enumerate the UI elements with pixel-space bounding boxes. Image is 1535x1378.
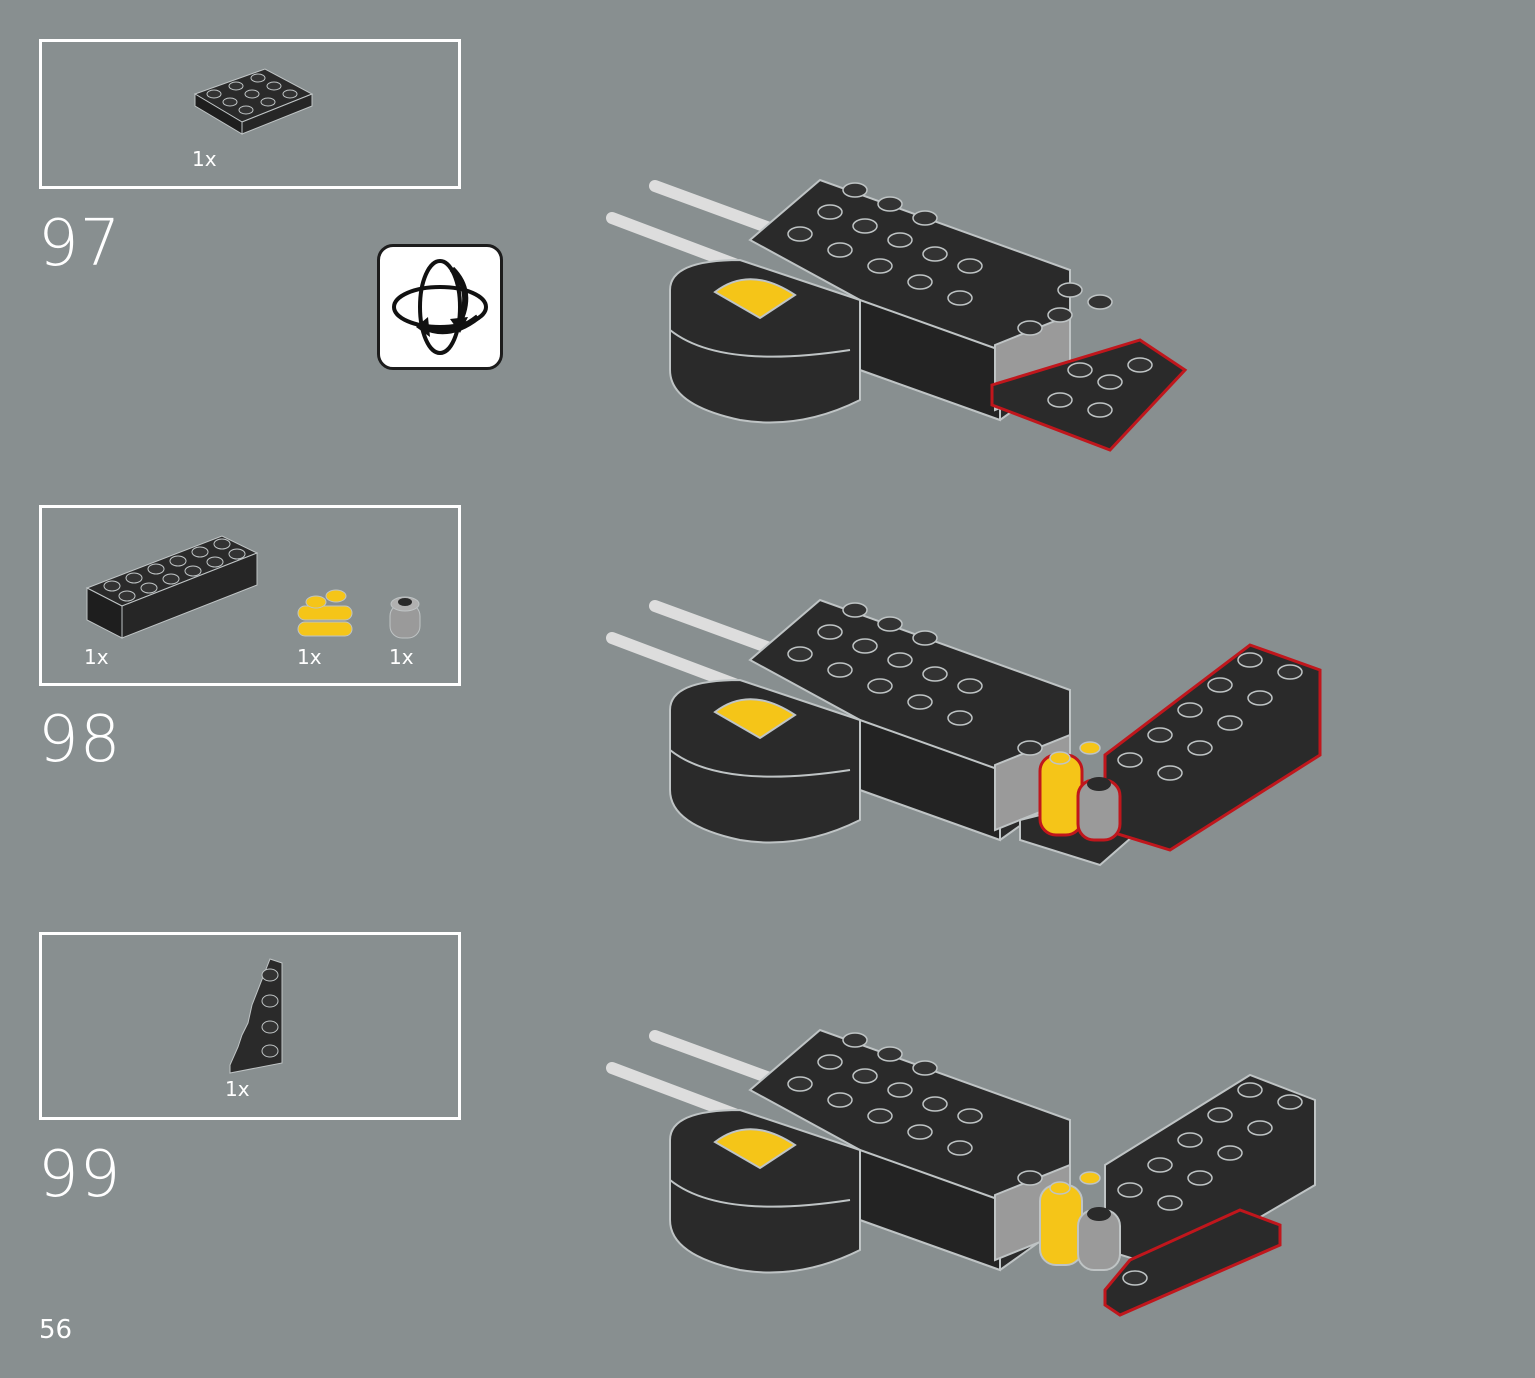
clip-plate-yellow-part xyxy=(297,589,353,637)
parts-callout-step-97: 1x xyxy=(39,39,461,189)
rotate-model-icon xyxy=(392,259,488,355)
part-qty: 1x xyxy=(389,645,414,669)
brick-2x6-black-part xyxy=(85,535,259,639)
bar xyxy=(649,1030,781,1086)
rotate-model-callout xyxy=(377,244,503,370)
part-qty: 1x xyxy=(225,1077,250,1101)
step-number-98: 98 xyxy=(38,703,122,777)
parts-callout-step-98: 1x 1x 1x xyxy=(39,505,461,686)
assembly-model-step-97 xyxy=(606,178,1188,452)
wedge-plate-black-part xyxy=(229,958,283,1074)
assembly-model-step-98 xyxy=(606,598,1322,867)
step-number-99: 99 xyxy=(38,1138,122,1212)
highlighted-new-part xyxy=(1103,1208,1282,1317)
parts-callout-step-99: 1x xyxy=(39,932,461,1120)
highlighted-clip-yellow xyxy=(1038,753,1084,837)
part-qty: 1x xyxy=(192,147,217,171)
page-number: 56 xyxy=(39,1315,73,1345)
assembly-model-step-99 xyxy=(606,1028,1316,1317)
bar xyxy=(649,180,781,236)
part-qty: 1x xyxy=(297,645,322,669)
part-qty: 1x xyxy=(84,645,109,669)
step-number-97: 97 xyxy=(38,207,122,281)
bar xyxy=(649,600,781,656)
plate-3x4-black-part xyxy=(193,68,314,135)
round-brick-grey-part xyxy=(389,596,421,639)
